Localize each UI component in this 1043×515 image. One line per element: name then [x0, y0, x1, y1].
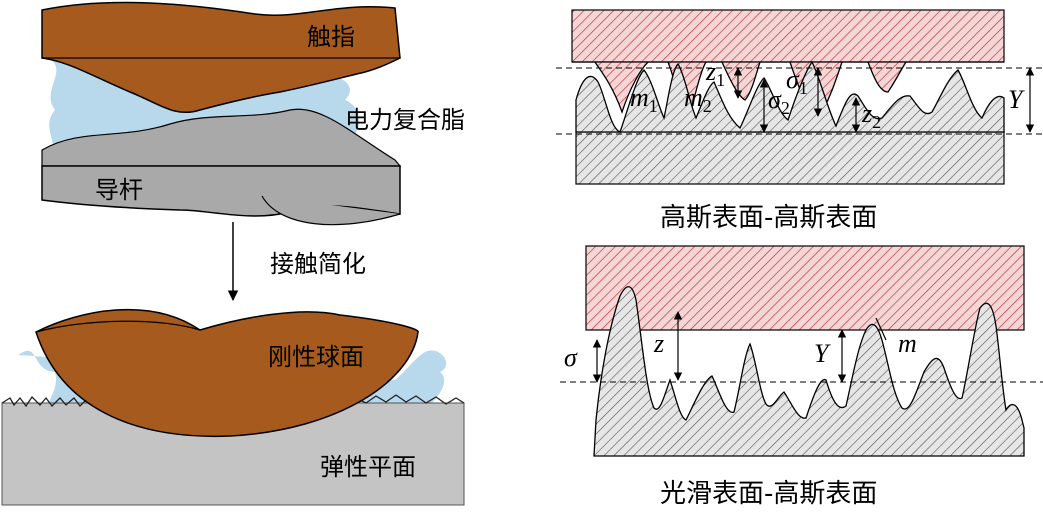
y-symbol-top: Y	[1008, 85, 1025, 114]
lower-gaussian-block	[575, 131, 1005, 185]
guide-rod: 导杆	[41, 108, 402, 226]
y-symbol-bottom: Y	[814, 339, 831, 368]
sigma-symbol-bottom: σ	[564, 343, 578, 372]
gaussian-surface	[593, 286, 1025, 457]
lower-gaussian-asperities	[575, 60, 1005, 133]
smooth-block	[585, 245, 1025, 331]
smooth-gauss-panel: σ z Y m 光滑表面-高斯表面	[560, 245, 1043, 509]
z1-symbol: z1	[705, 57, 725, 90]
z2-symbol: z2	[861, 99, 881, 132]
gauss-gauss-caption: 高斯表面-高斯表面	[660, 203, 877, 233]
simplify-label: 接触简化	[270, 250, 366, 278]
contact-finger: 触指	[41, 1, 401, 114]
m-symbol-bottom: m	[898, 329, 917, 358]
z-symbol-bottom: z	[653, 329, 664, 358]
sphere-label: 刚性球面	[268, 343, 364, 371]
sigma2-symbol: σ2	[768, 85, 790, 118]
rod-label: 导杆	[95, 176, 143, 204]
m2-symbol: m2	[684, 83, 712, 116]
simplify-arrow: 接触简化	[227, 222, 366, 302]
upper-gaussian-block	[571, 9, 1005, 63]
sigma1-symbol: σ1	[786, 65, 808, 98]
gauss-gauss-panel: m1 m2 z1 σ1 σ2 z2 Y 高斯表面-高斯表面	[556, 9, 1043, 233]
m1-symbol: m1	[630, 83, 658, 116]
finger-label: 触指	[307, 23, 355, 51]
plane-label: 弹性平面	[320, 453, 416, 481]
grease-label: 电力复合脂	[345, 106, 465, 134]
rigid-sphere: 刚性球面	[35, 308, 419, 438]
smooth-gauss-caption: 光滑表面-高斯表面	[660, 479, 877, 509]
